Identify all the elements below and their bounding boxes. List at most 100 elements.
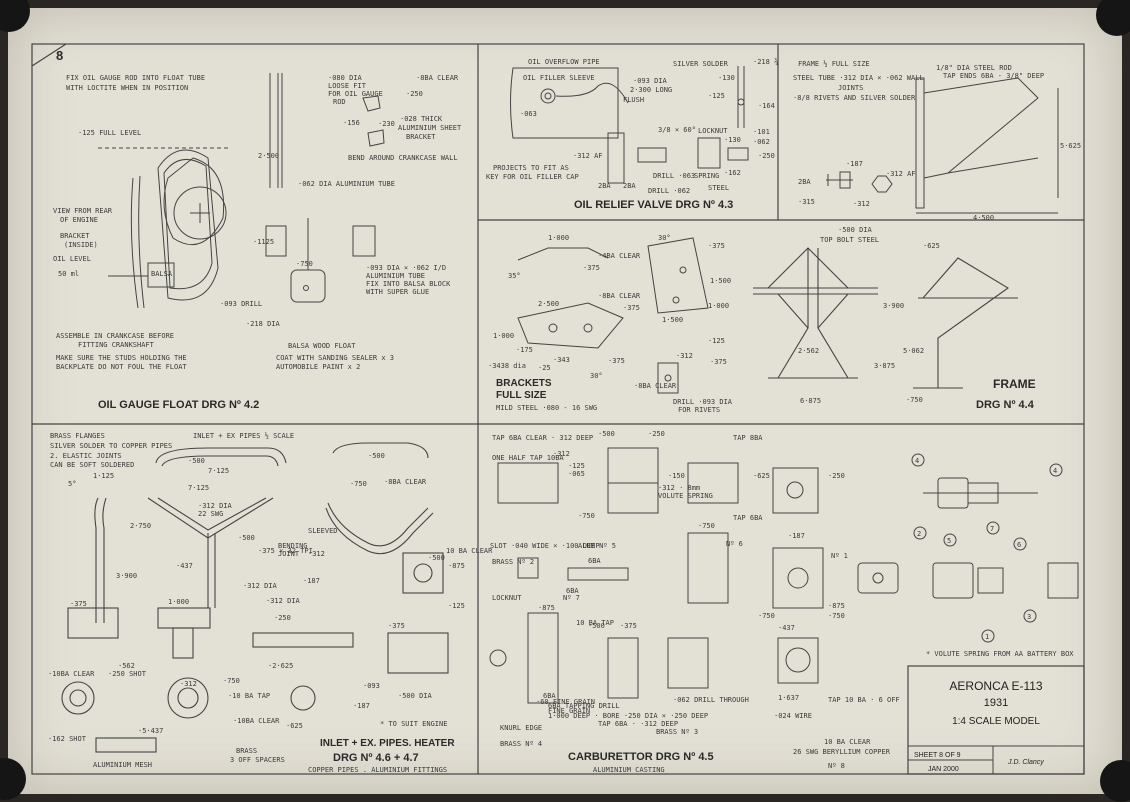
model-scale: 1:4 SCALE MODEL	[952, 716, 1040, 727]
dim-label: * TO SUIT ENGINE	[380, 720, 447, 728]
label: SILVER SOLDER	[673, 60, 729, 68]
dim-label: ·162 SHOT	[48, 735, 87, 743]
brackets-subtitle: FULL SIZE	[496, 390, 547, 401]
label: 2·300 LONG	[630, 86, 672, 94]
dim-label: ·500	[238, 534, 255, 542]
dim-label: 30°	[590, 372, 603, 380]
note-line: BRASS FLANGES	[50, 432, 105, 440]
note-line: WITH LOCTITE WHEN IN POSITION	[66, 84, 188, 92]
frame-note: STEEL TUBE ·312 DIA × ·062 WALL	[793, 74, 924, 82]
signature: J.D. Clancy	[1007, 759, 1044, 766]
assemble-note: MAKE SURE THE STUDS HOLDING THE	[56, 354, 187, 362]
frame-note: JOINTS	[838, 84, 863, 92]
dim-label: 2·500	[258, 152, 279, 160]
frame-tube	[915, 77, 925, 209]
dim-label: 6BA	[543, 692, 556, 700]
dim-label: ·093 DIA × ·062 I/D	[366, 264, 446, 272]
assemble-note: BACKPLATE DO NOT FOUL THE FLOAT	[56, 363, 187, 371]
dim-label: 3·900	[883, 302, 904, 310]
dim-label: ·250	[648, 430, 665, 438]
dim-label: TAP 10 BA · 6 OFF	[828, 696, 900, 704]
pipes-scale-title: INLET + EX PIPES ½ SCALE	[193, 432, 294, 440]
binder-clip	[1100, 760, 1130, 802]
dim-label: 2·562	[798, 347, 819, 355]
label: ·164	[758, 102, 775, 110]
dim-label: 1·000	[548, 234, 569, 242]
label: LOCKNUT	[698, 127, 728, 135]
dim-label: ·3438 dia	[488, 362, 526, 370]
drawing-sheet: 8 FIX OIL GAUGE ROD INTO FLOAT TUBE WITH…	[8, 8, 1122, 794]
dim-label: ALUMINIUM TUBE	[366, 272, 425, 280]
dim-label: BENDING	[278, 542, 308, 550]
dim-label: BRASS Nº 2	[492, 558, 534, 566]
dim-label: ·125	[708, 337, 725, 345]
dim-label: 35°	[508, 272, 521, 280]
dim-label: 6·875	[800, 397, 821, 405]
heater-pipe	[94, 497, 107, 623]
dim-label: ·187	[788, 532, 805, 540]
dim-label: ALUMINIUM MESH	[93, 761, 152, 769]
label: DRILL ·062	[648, 187, 690, 195]
pipes-subtitle: COPPER PIPES . ALUMINIUM FITTINGS	[308, 766, 447, 774]
dim-label: ·750	[350, 480, 367, 488]
label: ·312 AF	[573, 152, 603, 160]
dim-label: ·8BA CLEAR	[384, 478, 427, 486]
dim-label: ·500	[188, 457, 205, 465]
sheet-number: SHEET 8 OF 9	[914, 752, 961, 759]
dim-label: 2·500	[538, 300, 559, 308]
dim-label: ·312	[553, 450, 570, 458]
dim-label: ·750	[296, 260, 313, 268]
dim-label: ·500	[368, 452, 385, 460]
dim-label: ·8BA CLEAR	[598, 292, 641, 300]
svg-text:BALSA: BALSA	[151, 270, 173, 278]
pipes-title: INLET + EX. PIPES. HEATER	[320, 738, 455, 749]
frame-title: FRAME ½ FULL SIZE	[798, 60, 870, 68]
label: SPRING	[694, 172, 719, 180]
dim-label: 3 OFF SPACERS	[230, 756, 285, 764]
valve-body	[510, 67, 619, 139]
label: KEY FOR OIL FILLER CAP	[486, 173, 579, 181]
dim-label: ·875	[448, 562, 465, 570]
panel-oil-relief-valve: OIL OVERFLOW PIPE OIL FILLER SLEEVE SILV…	[486, 58, 778, 211]
dim-label: ·024 WIRE	[774, 712, 812, 720]
dim-label: ·1125	[253, 238, 274, 246]
dim-label: ·10BA CLEAR	[48, 670, 95, 678]
dim-label: 1·500	[710, 277, 731, 285]
dim-label: ·230	[378, 120, 395, 128]
flange-face	[61, 681, 95, 715]
dim-label: ·312	[180, 680, 197, 688]
dim-label: ·250 SHOT	[108, 670, 147, 678]
dim-label: ·2·625	[268, 662, 293, 670]
carb-subtitle: ALUMINIUM CASTING	[593, 766, 665, 774]
dim-label: ·750	[906, 396, 923, 404]
dim-label: 1·000	[168, 598, 189, 606]
heater-tube	[252, 632, 354, 648]
dim-label: ·375	[710, 358, 727, 366]
dim-label: 6BA	[566, 587, 579, 595]
panel-title: OIL GAUGE FLOAT DRG Nº 4.2	[98, 399, 259, 411]
dim-label: 10 BA CLEAR	[446, 547, 493, 555]
dim-label: ·156	[343, 119, 360, 127]
balloon-number: 3	[1027, 613, 1031, 621]
balsa-note: BALSA WOOD FLOAT	[288, 342, 356, 350]
aluminium-mesh	[95, 737, 157, 753]
dim-label: ROD	[333, 98, 346, 106]
dim-label: ·250	[828, 472, 845, 480]
dim-label: ·750	[578, 512, 595, 520]
frame-drg-title: FRAME	[993, 377, 1036, 391]
overflow-pipe	[555, 82, 629, 104]
dim-label: ·375	[623, 304, 640, 312]
dim-label: ·4BA CLEAR	[598, 252, 641, 260]
dim-label: BRASS Nº 3	[656, 728, 698, 736]
dim-label: 1·000	[708, 302, 729, 310]
dim-label: ·625	[286, 722, 303, 730]
assemble-note: FITTING CRANKSHAFT	[78, 341, 155, 349]
dim-label: ·062 DRILL THROUGH	[673, 696, 749, 704]
dim-label: ·312 · 8mm	[658, 484, 700, 492]
dim-label: 4·500	[973, 214, 994, 222]
bracket-c	[647, 237, 709, 314]
brackets-material: MILD STEEL ·080 - 16 SWG	[496, 404, 597, 412]
label: ·093 DIA	[633, 77, 668, 85]
dim-label: ·5·437	[138, 727, 163, 735]
dim-label: ·312	[676, 352, 693, 360]
